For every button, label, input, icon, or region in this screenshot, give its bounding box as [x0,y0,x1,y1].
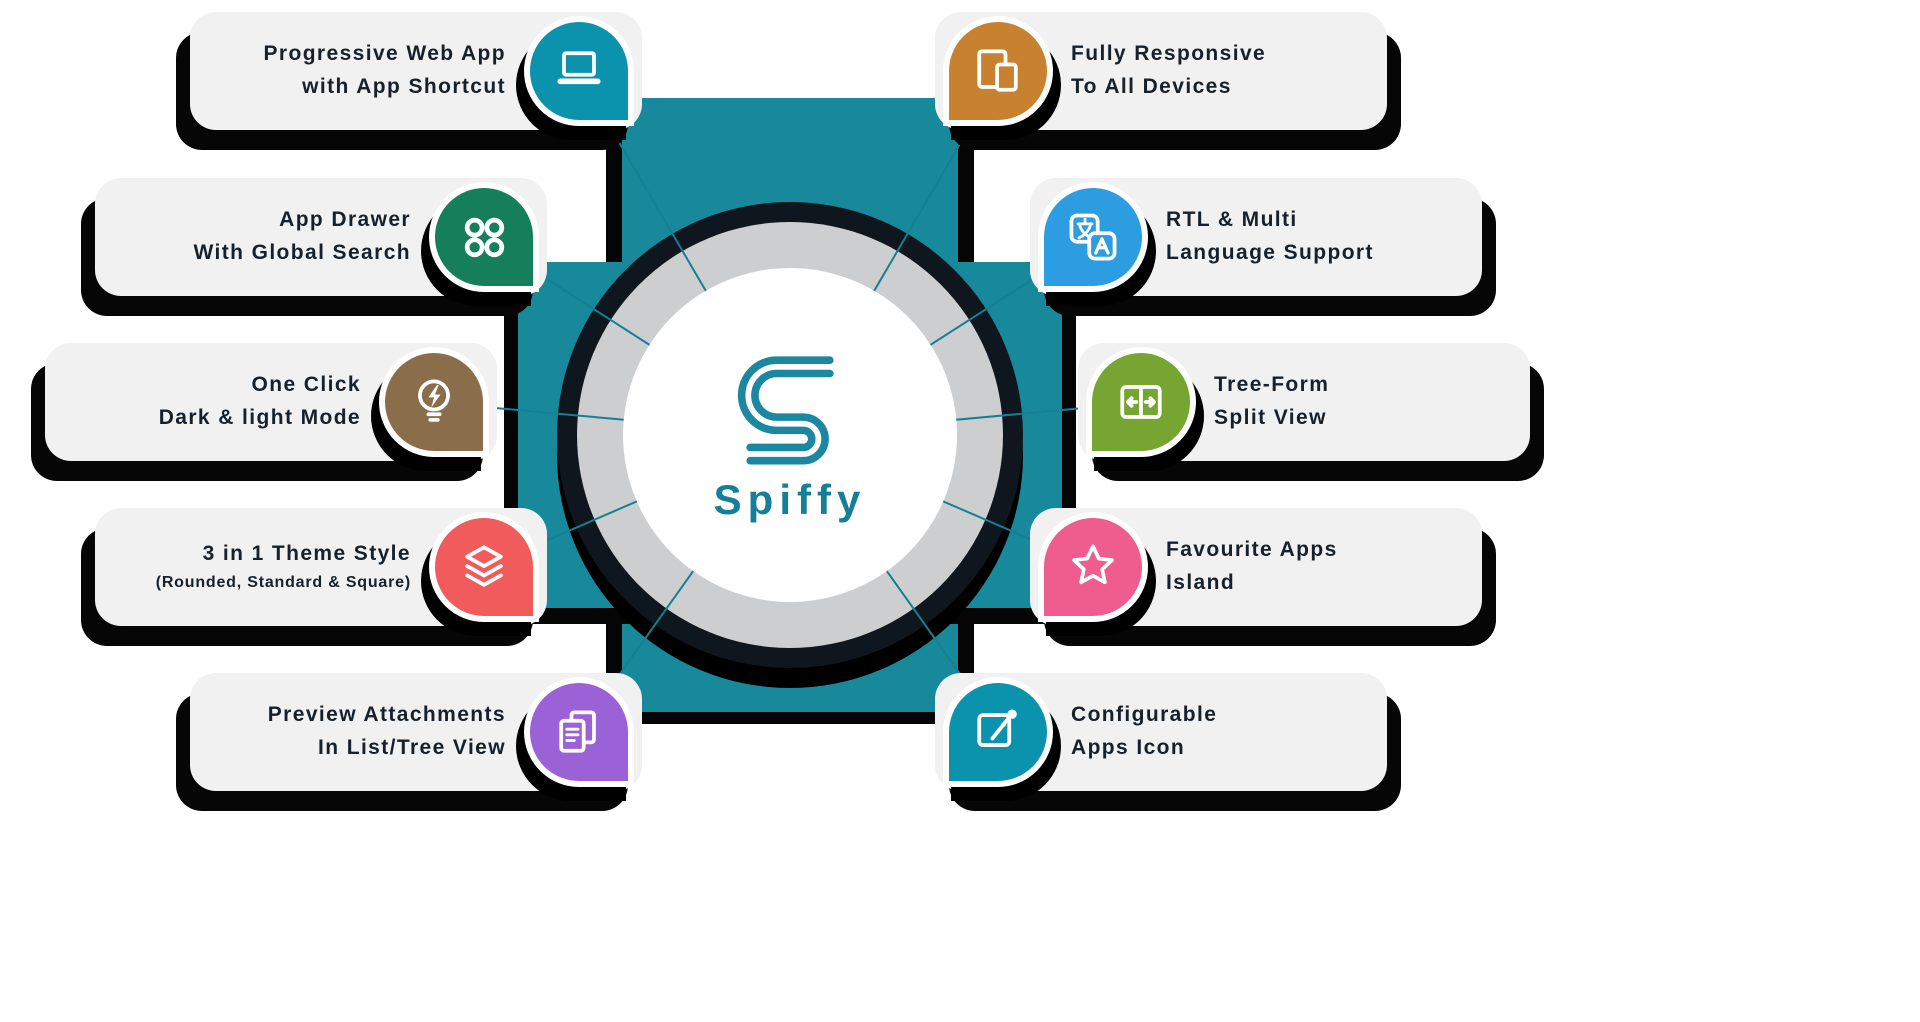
feature-line1: Preview Attachments [267,703,506,727]
feature-text: Configurable Apps Icon [1071,699,1217,764]
feature-line1: Configurable [1071,703,1218,727]
feature-line1: Tree-Form [1214,373,1330,397]
feature-line2: With Global Search [193,241,411,264]
feature-line2: Apps Icon [1071,736,1186,759]
feature-line1: RTL & Multi [1166,208,1298,232]
feature-line1: One Click [251,373,361,397]
feature-card-split-view: Tree-Form Split View [1078,343,1530,461]
feature-line1: 3 in 1 Theme Style [202,542,411,566]
hub-center: Spiffy [623,268,957,602]
feature-line2: Split View [1214,406,1327,429]
configure-icon [943,677,1053,787]
app-grid-icon [429,182,539,292]
feature-text: RTL & Multi Language Support [1166,204,1374,269]
feature-line1: Fully Responsive [1071,42,1267,66]
lightbulb-bolt-icon [379,347,489,457]
feature-line2: To All Devices [1071,75,1232,98]
feature-text: Fully Responsive To All Devices [1071,38,1266,103]
feature-text: One Click Dark & light Mode [159,369,361,434]
feature-line2: In List/Tree View [318,736,506,759]
laptop-icon [524,16,634,126]
feature-text: Preview Attachments In List/Tree View [268,699,506,764]
layers-icon [429,512,539,622]
feature-line1: Favourite Apps [1166,538,1338,562]
feature-card-pwa: Progressive Web App with App Shortcut [190,12,642,130]
split-view-icon [1086,347,1196,457]
brand-title: Spiffy [713,476,867,523]
feature-card-dark-mode: One Click Dark & light Mode [45,343,497,461]
feature-text: Favourite Apps Island [1166,534,1338,599]
feature-text: Progressive Web App with App Shortcut [264,38,507,103]
feature-line1: Progressive Web App [263,42,506,66]
feature-text: 3 in 1 Theme Style (Rounded, Standard & … [156,538,411,595]
feature-line2: Island [1166,571,1236,594]
translate-icon [1038,182,1148,292]
feature-card-favourite-apps: Favourite Apps Island [1030,508,1482,626]
feature-card-responsive: Fully Responsive To All Devices [935,12,1387,130]
feature-line2: (Rounded, Standard & Square) [155,573,411,591]
feature-card-rtl-language: RTL & Multi Language Support [1030,178,1482,296]
feature-line2: Language Support [1166,241,1374,264]
documents-icon [524,677,634,787]
feature-text: App Drawer With Global Search [193,204,411,269]
feature-line2: Dark & light Mode [158,406,361,429]
devices-icon [943,16,1053,126]
feature-line2: with App Shortcut [302,75,506,98]
spiffy-logo-icon [737,356,834,465]
feature-card-configurable-icons: Configurable Apps Icon [935,673,1387,791]
star-icon [1038,512,1148,622]
feature-text: Tree-Form Split View [1214,369,1329,434]
feature-line1: App Drawer [279,208,411,232]
feature-card-preview-attachments: Preview Attachments In List/Tree View [190,673,642,791]
feature-card-app-drawer: App Drawer With Global Search [95,178,547,296]
feature-card-theme-style: 3 in 1 Theme Style (Rounded, Standard & … [95,508,547,626]
